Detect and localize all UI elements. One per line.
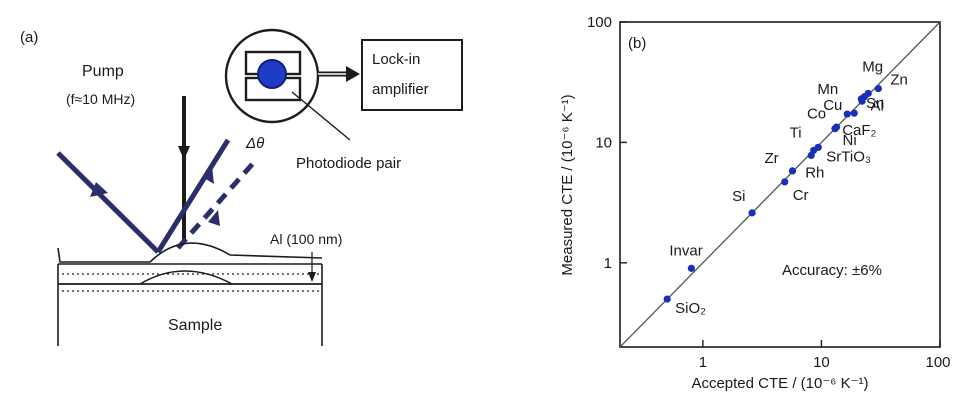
- point-label: Ti: [790, 124, 802, 141]
- point-label: Ni: [843, 132, 857, 149]
- panel-a-label: (a): [20, 29, 38, 46]
- reference-line-y-equals-x: [619, 21, 941, 348]
- point-label: Mn: [817, 81, 838, 98]
- data-point: [850, 109, 858, 117]
- point-label: Co: [807, 106, 826, 123]
- data-point: [864, 89, 872, 98]
- delta-theta-label: Δθ: [245, 135, 264, 152]
- probe-beam-reflected: [155, 138, 231, 254]
- lockin-box: [361, 39, 463, 111]
- y-tick-label: 10: [595, 134, 612, 151]
- x-tick-label: 1: [699, 354, 707, 371]
- y-tick-label: 100: [587, 14, 612, 31]
- data-point: [687, 264, 695, 272]
- beam-spot-icon: [257, 59, 287, 89]
- photodiode-label: Photodiode pair: [296, 155, 401, 172]
- y-tick-label: 1: [604, 255, 612, 272]
- point-label: SrTiO₃: [826, 148, 871, 165]
- data-point: [874, 84, 882, 93]
- point-label: Al: [871, 98, 884, 115]
- data-point: [788, 167, 797, 175]
- probe-beam-incident: [56, 151, 160, 254]
- plot-frame: [619, 21, 941, 348]
- axis-ticks: 1 10 100 1 10 100: [587, 14, 951, 371]
- point-label: Zn: [890, 72, 908, 89]
- x-tick-label: 100: [925, 354, 950, 371]
- lockin-line-1: Lock-in: [372, 51, 420, 68]
- signal-arrow-head-icon: [346, 66, 360, 82]
- al-pointer-arrow-icon: [308, 272, 316, 282]
- x-tick-label: 10: [813, 354, 830, 371]
- sample-label: Sample: [168, 317, 222, 334]
- al-thickness-label: Al (100 nm): [270, 231, 342, 247]
- data-point: [843, 110, 851, 118]
- data-point: [748, 209, 756, 217]
- point-label: SiO₂: [675, 300, 706, 317]
- data-point: [663, 295, 671, 303]
- pump-label: Pump: [82, 63, 124, 80]
- point-label: Sn: [866, 95, 884, 112]
- deflected-arrow-icon: [208, 210, 220, 226]
- probe-arrow-icon: [90, 182, 108, 197]
- point-label: Mg: [862, 58, 883, 75]
- point-label: CaF₂: [842, 122, 876, 139]
- data-point: [814, 143, 822, 151]
- pump-arrow-icon: [178, 146, 190, 160]
- lockin-line-2: amplifier: [372, 81, 429, 98]
- x-axis-label: Accepted CTE / (10⁻⁶ K⁻¹): [691, 375, 868, 392]
- point-label: Cr: [793, 187, 809, 204]
- panel-a-schematic: (a) Pump (f≈10 MHz) Δθ Al (100 nm) Sampl…: [20, 28, 463, 346]
- reflected-arrow-icon: [204, 166, 214, 184]
- point-label: Zr: [764, 150, 778, 167]
- data-point: [832, 123, 841, 131]
- panel-b-label: (b): [628, 35, 646, 52]
- heat-profile: [139, 270, 233, 285]
- pump-frequency-label: (f≈10 MHz): [66, 91, 135, 107]
- point-label: Invar: [669, 242, 702, 259]
- photodiode-pointer: [291, 91, 351, 141]
- data-point: [781, 178, 789, 186]
- surface-bump: [57, 242, 323, 263]
- y-axis-label: Measured CTE / (10⁻⁶ K⁻¹): [559, 94, 576, 275]
- point-label: Rh: [805, 164, 824, 181]
- point-label: Si: [732, 188, 745, 205]
- accuracy-annotation: Accuracy: ±6%: [782, 262, 882, 279]
- point-label: Cu: [823, 97, 842, 114]
